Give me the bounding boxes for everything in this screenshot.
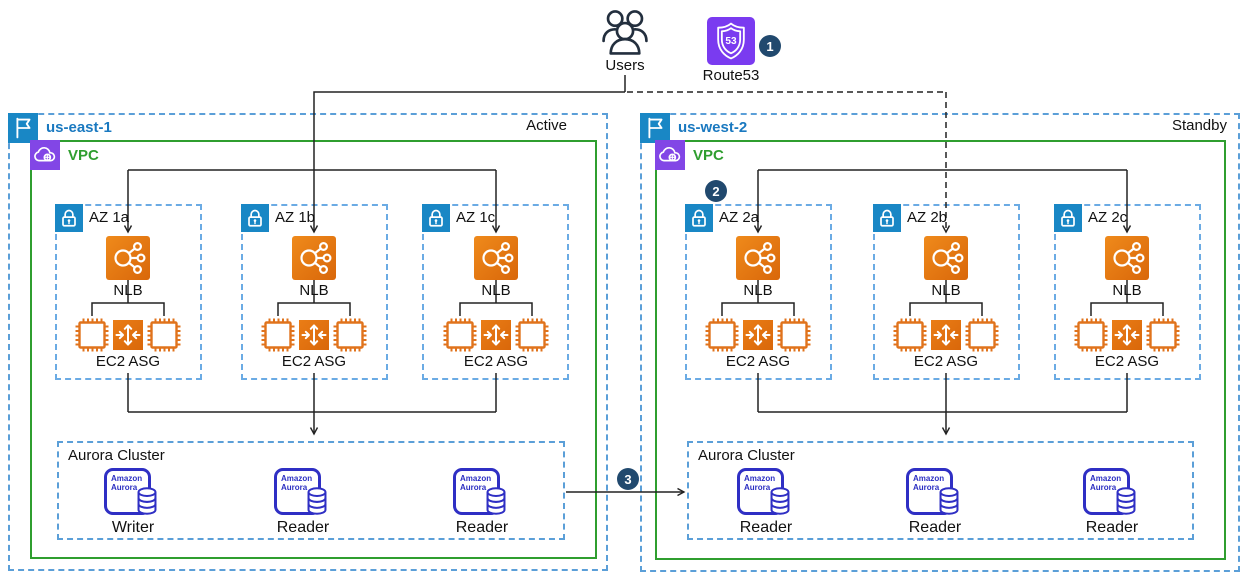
ec2-chip-icon xyxy=(260,317,296,353)
nlb-label: NLB xyxy=(299,282,329,299)
db-cylinder-icon xyxy=(306,485,328,517)
vpc-box-west xyxy=(655,140,1226,560)
ec2-chip-icon xyxy=(1073,317,1109,353)
lock-icon xyxy=(873,204,901,232)
ec2-chip-icon xyxy=(704,317,740,353)
region-mode-standby: Standby xyxy=(1171,117,1227,134)
lock-icon xyxy=(241,204,269,232)
asg-label: EC2 ASG xyxy=(1094,353,1160,370)
asg-label: EC2 ASG xyxy=(95,353,161,370)
nlb-label: NLB xyxy=(1112,282,1142,299)
ec2-chip-icon xyxy=(146,317,182,353)
db-cylinder-icon xyxy=(769,485,791,517)
aurora-cluster-label: Aurora Cluster xyxy=(698,447,795,464)
nlb-label: NLB xyxy=(931,282,961,299)
asg-scaling-icon xyxy=(299,320,329,350)
ec2-chip-icon xyxy=(776,317,812,353)
nlb-label: NLB xyxy=(743,282,773,299)
asg-label: EC2 ASG xyxy=(913,353,979,370)
aurora-role-reader: Reader xyxy=(739,519,793,536)
nlb-icon xyxy=(736,236,780,280)
route53-label: Route53 xyxy=(702,67,760,84)
region-flag-icon xyxy=(640,113,670,143)
aurora-icon-text: Amazon xyxy=(111,474,143,483)
aurora-cluster-box-east xyxy=(57,441,565,540)
ec2-chip-icon xyxy=(74,317,110,353)
region-name-us-west-2: us-west-2 xyxy=(678,119,748,136)
ec2-chip-icon xyxy=(514,317,550,353)
nlb-label: NLB xyxy=(113,282,143,299)
lock-icon xyxy=(1054,204,1082,232)
aurora-cluster-box-west xyxy=(687,441,1194,540)
lock-icon xyxy=(685,204,713,232)
asg-scaling-icon xyxy=(481,320,511,350)
az-label-1b: AZ 1b xyxy=(275,209,316,226)
asg-label: EC2 ASG xyxy=(463,353,529,370)
aurora-role-reader: Reader xyxy=(1085,519,1139,536)
ec2-chip-icon xyxy=(442,317,478,353)
aurora-cluster-label: Aurora Cluster xyxy=(68,447,165,464)
badge-1: 1 xyxy=(759,35,781,57)
asg-scaling-icon xyxy=(1112,320,1142,350)
aurora-role-writer: Writer xyxy=(111,519,155,536)
vpc-icon xyxy=(655,140,685,170)
route53-icon xyxy=(707,17,755,65)
ec2-chip-icon xyxy=(892,317,928,353)
az-label-2b: AZ 2b xyxy=(907,209,948,226)
vpc-icon xyxy=(30,140,60,170)
region-box-us-west-2 xyxy=(640,113,1240,572)
ec2-chip-icon xyxy=(964,317,1000,353)
region-box-us-east-1 xyxy=(8,113,608,571)
region-name-us-east-1: us-east-1 xyxy=(46,119,112,136)
aurora-role-reader: Reader xyxy=(276,519,330,536)
db-cylinder-icon xyxy=(485,485,507,517)
route53-shield-glyph xyxy=(709,19,753,63)
vpc-label-east: VPC xyxy=(68,147,99,164)
az-label-2c: AZ 2c xyxy=(1088,209,1128,226)
db-cylinder-icon xyxy=(938,485,960,517)
ec2-chip-icon xyxy=(1145,317,1181,353)
db-cylinder-icon xyxy=(1115,485,1137,517)
nlb-icon xyxy=(924,236,968,280)
badge-2: 2 xyxy=(705,180,727,202)
vpc-label-west: VPC xyxy=(693,147,724,164)
aurora-role-reader: Reader xyxy=(908,519,962,536)
lock-icon xyxy=(55,204,83,232)
az-label-1c: AZ 1c xyxy=(456,209,496,226)
aurora-role-reader: Reader xyxy=(455,519,509,536)
nlb-icon xyxy=(474,236,518,280)
edge-users-to-east xyxy=(313,91,625,170)
az-label-1a: AZ 1a xyxy=(89,209,130,226)
users-icon xyxy=(598,7,652,57)
asg-label: EC2 ASG xyxy=(281,353,347,370)
lock-icon xyxy=(422,204,450,232)
nlb-icon xyxy=(106,236,150,280)
asg-scaling-icon xyxy=(743,320,773,350)
badge-3: 3 xyxy=(617,468,639,490)
ec2-chip-icon xyxy=(332,317,368,353)
region-flag-icon xyxy=(8,113,38,143)
az-label-2a: AZ 2a xyxy=(719,209,760,226)
db-cylinder-icon xyxy=(136,485,158,517)
asg-scaling-icon xyxy=(113,320,143,350)
asg-label: EC2 ASG xyxy=(725,353,791,370)
users-label: Users xyxy=(605,57,645,74)
region-mode-active: Active xyxy=(526,117,567,134)
nlb-icon xyxy=(292,236,336,280)
nlb-label: NLB xyxy=(481,282,511,299)
asg-scaling-icon xyxy=(931,320,961,350)
nlb-icon xyxy=(1105,236,1149,280)
